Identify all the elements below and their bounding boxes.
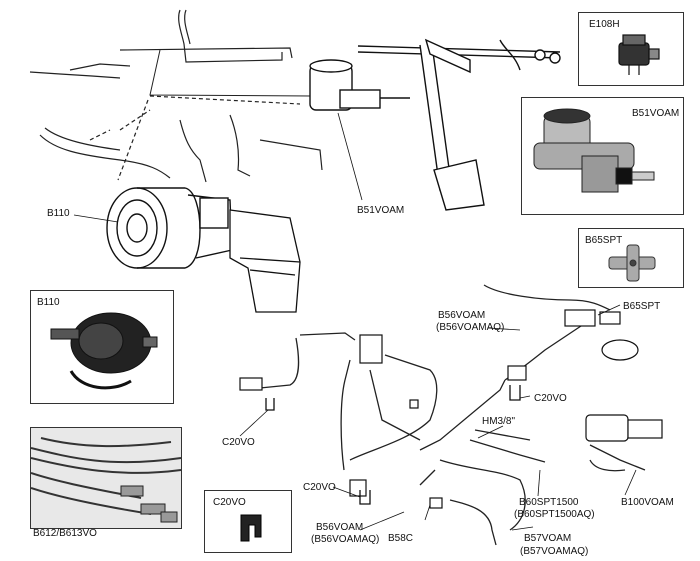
brake-lines-photo-icon — [31, 428, 181, 528]
label-b57voamaq: (B57VOAMAQ) — [520, 546, 589, 557]
label-c20vo-lower: C20VO — [303, 482, 336, 493]
inset-b51voam-label: B51VOAM — [632, 108, 680, 119]
label-b56voam-bottom: B56VOAM — [316, 522, 364, 533]
clip-icon — [240, 514, 262, 542]
label-b56voamaq-bottom: (B56VOAMAQ) — [311, 534, 380, 545]
inset-b110-label: B110 — [37, 297, 60, 308]
inset-b110: B110 — [30, 290, 174, 404]
label-b56voamaq-top: (B56VOAMAQ) — [436, 322, 505, 333]
inset-b65spt-label: B65SPT — [585, 235, 623, 246]
inset-e108h: E108H — [578, 12, 684, 86]
label-b56voam-top: B56VOAM — [438, 310, 486, 321]
label-c20vo-left: C20VO — [222, 437, 255, 448]
four-way-fitting-icon — [608, 244, 656, 282]
inset-c20vo-label: C20VO — [213, 497, 246, 508]
label-hm38: HM3/8" — [482, 416, 516, 427]
brake-booster — [106, 187, 233, 269]
booster-photo-icon — [50, 312, 158, 390]
inset-b65spt: B65SPT — [578, 228, 684, 288]
label-b58c: B58C — [388, 533, 414, 544]
label-b51voam: B51VOAM — [357, 205, 405, 216]
label-c20vo-right: C20VO — [534, 393, 567, 404]
label-b110: B110 — [47, 208, 70, 219]
pressure-switch-icon — [618, 34, 660, 75]
inset-c20vo: C20VO — [204, 490, 292, 553]
label-b60spt1500aq: (B60SPT1500AQ) — [514, 509, 595, 520]
inset-e108h-label: E108H — [589, 19, 620, 30]
inset-b612-b613vo — [30, 427, 182, 529]
label-b57voam: B57VOAM — [524, 533, 572, 544]
label-b612-b613vo: B612/B613VO — [33, 528, 97, 539]
label-b100voam: B100VOAM — [621, 497, 674, 508]
label-b65spt: B65SPT — [623, 301, 661, 312]
master-cylinder-icon — [533, 108, 655, 193]
label-b60spt1500: B60SPT1500 — [519, 497, 579, 508]
inset-b51voam: B51VOAM — [521, 97, 684, 215]
